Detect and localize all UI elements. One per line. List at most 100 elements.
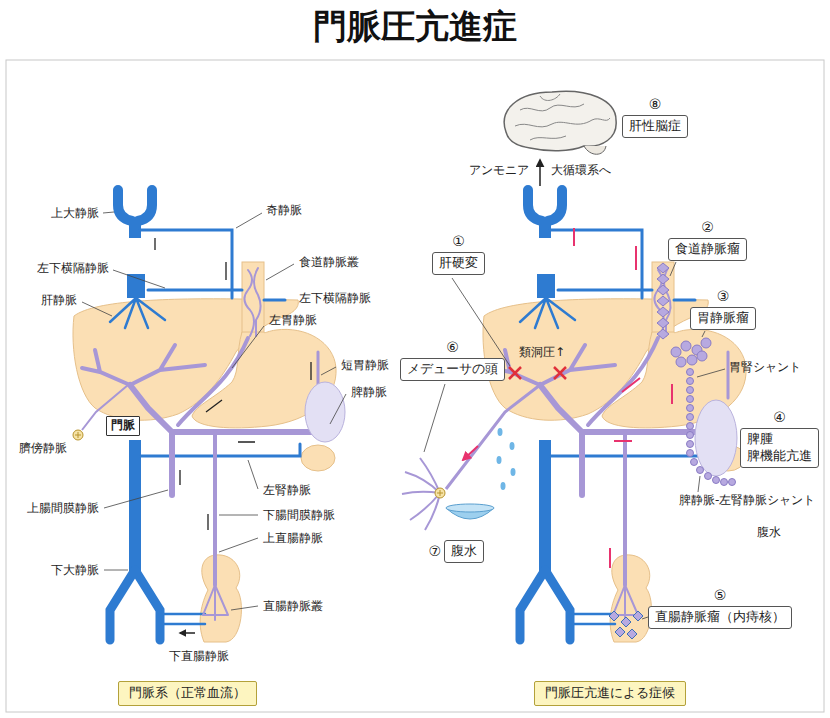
part-label: 上直腸静脈 xyxy=(262,531,324,545)
drop xyxy=(498,428,503,436)
varix xyxy=(697,351,707,361)
spleen xyxy=(305,382,345,442)
splenorenal-shunt xyxy=(691,459,736,486)
drop xyxy=(501,482,506,490)
shunt-bead xyxy=(687,405,694,412)
cerebellum xyxy=(584,146,606,154)
part-label: 左腎静脈 xyxy=(262,483,312,497)
drop xyxy=(511,468,516,476)
hypertension-panel-extras xyxy=(402,91,737,639)
brain xyxy=(504,91,616,154)
obstruction-marks xyxy=(509,367,566,379)
part-label: 短胃静脈 xyxy=(340,358,390,372)
shunt-bead xyxy=(687,378,694,385)
part-label: 下腸間膜静脈 xyxy=(262,508,336,522)
part-label: 肝静脈 xyxy=(40,293,78,307)
part-label: 脾静脈-左腎静脈シャント xyxy=(678,493,816,507)
varix xyxy=(687,355,697,365)
brain-gyri xyxy=(515,94,610,140)
box-text: 胃静脈瘤 xyxy=(697,310,749,327)
box-text: 門脈 xyxy=(111,418,135,434)
box-text: 肝性脳症 xyxy=(629,118,681,135)
part-label: 類洞圧↑ xyxy=(518,345,566,359)
symptom-box: ④脾腫脾機能亢進 xyxy=(740,428,819,468)
leader-lines xyxy=(424,262,725,619)
callout-number: ② xyxy=(701,220,714,234)
symptom-box: ①肝硬変 xyxy=(432,252,485,275)
callout-number: ④ xyxy=(773,410,786,424)
box-text: メデューサの頭 xyxy=(407,361,498,378)
drop xyxy=(497,456,502,464)
shunt-bead xyxy=(687,387,694,394)
box-text: 肝硬変 xyxy=(439,255,478,272)
box-text: 脾腫 xyxy=(747,431,812,448)
shunt-bead xyxy=(687,450,694,457)
symptom-box: ②食道静脈瘤 xyxy=(668,238,747,261)
box-text: 食道静脈瘤 xyxy=(675,241,740,258)
frame xyxy=(6,60,824,712)
symptom-box: ⑤直腸静脈瘤（内痔核） xyxy=(648,606,792,629)
normal-panel-extras xyxy=(73,212,346,633)
box-text: 門脈系（正常血流） xyxy=(129,685,246,702)
leader-lines xyxy=(82,212,346,610)
part-label: 上大静脈 xyxy=(50,206,100,220)
page-title: 門脈圧亢進症 xyxy=(0,6,830,47)
reversed-flow-arrows xyxy=(463,228,672,568)
flow-arrows xyxy=(155,238,311,633)
symptom-box: ③胃静脈瘤 xyxy=(690,307,756,330)
brain-outline xyxy=(504,91,616,151)
shunt-bead xyxy=(691,459,698,466)
callout-number: ⑧ xyxy=(649,97,662,111)
shunt-bead xyxy=(687,441,694,448)
panel-caption: 門脈圧亢進による症候 xyxy=(534,681,686,706)
ascites-bowl-rim xyxy=(446,504,494,512)
caput-medusae xyxy=(402,458,440,530)
ascites-drops xyxy=(497,428,516,490)
part-label: 上腸間膜静脈 xyxy=(26,501,100,515)
callout-number: ⑤ xyxy=(714,588,727,602)
symptom-box: ⑦腹水 xyxy=(444,540,484,563)
umbilicus xyxy=(435,488,445,498)
symptom-box: ⑥メデューサの頭 xyxy=(400,358,505,381)
part-label: 下直腸静脈 xyxy=(168,649,230,663)
shunt-bead xyxy=(687,423,694,430)
part-label: 腹水 xyxy=(756,525,782,539)
shunt-bead xyxy=(687,369,694,376)
part-label: 胃腎シャント xyxy=(728,360,802,374)
portal-vein-box: 門脈 xyxy=(106,416,140,436)
panel-caption: 門脈系（正常血流） xyxy=(118,681,257,706)
part-label: 奇静脈 xyxy=(265,203,303,217)
box-text: 腹水 xyxy=(451,543,477,560)
anatomy-normal xyxy=(73,190,336,642)
symptom-box: ⑧肝性脳症 xyxy=(622,115,688,138)
shunt-bead xyxy=(687,432,694,439)
shunt-bead xyxy=(713,477,720,484)
part-label: 脾静脈 xyxy=(350,385,388,399)
part-label: 左下横隔静脈 xyxy=(298,291,372,305)
callout-number: ③ xyxy=(717,289,730,303)
part-label: 左胃静脈 xyxy=(268,313,318,327)
umbilicus xyxy=(73,430,83,440)
varix xyxy=(701,338,711,348)
shunt-bead xyxy=(687,396,694,403)
callout-number: ⑦ xyxy=(428,544,441,558)
part-label: 臍傍静脈 xyxy=(18,441,68,455)
esophageal-varices xyxy=(657,263,669,339)
varix xyxy=(676,357,686,367)
umbilicus-mark xyxy=(75,432,81,438)
callout-number: ⑥ xyxy=(446,340,459,354)
rectal-varices xyxy=(609,611,643,639)
box-text: 脾機能亢進 xyxy=(747,448,812,465)
gastrorenal-shunt xyxy=(687,369,694,457)
varix xyxy=(681,341,691,351)
shunt-bead xyxy=(697,467,704,474)
part-label: 左下横隔静脈 xyxy=(36,261,110,275)
gastric-varices xyxy=(671,338,711,367)
shunt-bead xyxy=(729,479,736,486)
paraumbilical-vein xyxy=(446,385,540,489)
anatomy-hypertension xyxy=(483,190,746,642)
part-label: 直腸静脈叢 xyxy=(262,599,324,613)
varix xyxy=(671,347,681,357)
umbilicus-mark xyxy=(437,490,443,496)
part-label: アンモニア xyxy=(468,163,530,177)
